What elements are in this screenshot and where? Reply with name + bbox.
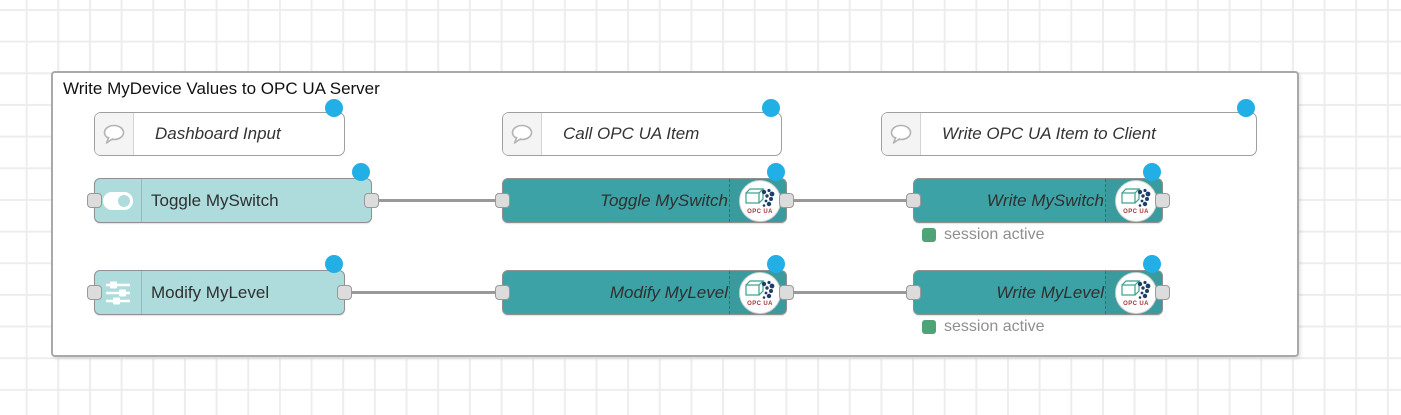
- node-toggle-myswitch-opcua[interactable]: OPC UA Toggle MySwitch: [495, 163, 794, 223]
- output-port[interactable]: [779, 193, 794, 208]
- node-label: Write MySwitch: [986, 190, 1104, 210]
- changed-indicator: [325, 255, 343, 273]
- input-port[interactable]: [495, 285, 510, 300]
- wire[interactable]: [345, 291, 503, 294]
- comment-label: Dashboard Input: [155, 124, 281, 143]
- comment-bubble-icon: [95, 113, 134, 155]
- node-write-mylevel[interactable]: OPC UA Write MyLevel: [906, 255, 1170, 315]
- opcua-logo-icon: OPC UA: [1115, 271, 1157, 314]
- group-title: Write MyDevice Values to OPC UA Server: [63, 79, 380, 98]
- output-port[interactable]: [1155, 193, 1170, 208]
- opcua-badge-text: OPC UA: [747, 300, 773, 307]
- input-port[interactable]: [87, 285, 102, 300]
- status-text: session active: [944, 226, 1045, 243]
- output-port[interactable]: [364, 193, 379, 208]
- comment-bubble-icon: [882, 113, 921, 155]
- input-port[interactable]: [495, 193, 510, 208]
- wire[interactable]: [787, 199, 914, 202]
- status-dot-icon: [922, 320, 936, 334]
- output-port[interactable]: [779, 285, 794, 300]
- input-port[interactable]: [87, 193, 102, 208]
- sliders-icon: [95, 271, 142, 314]
- opcua-badge-text: OPC UA: [747, 208, 773, 215]
- node-label: Write MyLevel: [996, 282, 1104, 302]
- changed-indicator: [1143, 255, 1161, 273]
- node-status: session active: [922, 226, 1045, 244]
- opcua-logo-icon: OPC UA: [739, 179, 781, 222]
- node-label: Modify MyLevel: [151, 282, 270, 302]
- changed-indicator: [325, 99, 343, 117]
- opcua-logo-icon: OPC UA: [1115, 179, 1157, 222]
- changed-indicator: [1143, 163, 1161, 181]
- comment-node-dashboard-input[interactable]: Dashboard Input: [94, 99, 345, 156]
- node-write-myswitch[interactable]: OPC UA Write MySwitch: [906, 163, 1170, 223]
- node-label: Toggle MySwitch: [151, 190, 279, 210]
- toggle-switch-icon: [95, 179, 142, 222]
- comment-bubble-icon: [503, 113, 542, 155]
- opcua-badge-text: OPC UA: [1123, 208, 1149, 215]
- comment-label: Call OPC UA Item: [563, 124, 700, 143]
- status-text: session active: [944, 318, 1045, 335]
- node-label: Toggle MySwitch: [600, 190, 728, 210]
- status-dot-icon: [922, 228, 936, 242]
- opcua-logo-icon: OPC UA: [739, 271, 781, 314]
- changed-indicator: [1237, 99, 1255, 117]
- changed-indicator: [762, 99, 780, 117]
- changed-indicator: [352, 163, 370, 181]
- node-status: session active: [922, 318, 1045, 336]
- node-modify-mylevel-dashboard[interactable]: Modify MyLevel: [87, 255, 352, 315]
- changed-indicator: [767, 163, 785, 181]
- node-label: Modify MyLevel: [609, 282, 728, 302]
- node-modify-mylevel-opcua[interactable]: OPC UA Modify MyLevel: [495, 255, 794, 315]
- changed-indicator: [767, 255, 785, 273]
- output-port[interactable]: [337, 285, 352, 300]
- comment-node-call-opcua-item[interactable]: Call OPC UA Item: [502, 99, 782, 156]
- node-toggle-myswitch-dashboard[interactable]: Toggle MySwitch: [87, 163, 379, 223]
- wire[interactable]: [372, 199, 503, 202]
- wire[interactable]: [787, 291, 914, 294]
- opcua-badge-text: OPC UA: [1123, 300, 1149, 307]
- comment-label: Write OPC UA Item to Client: [942, 124, 1156, 143]
- input-port[interactable]: [906, 285, 921, 300]
- comment-node-write-opcua-item[interactable]: Write OPC UA Item to Client: [881, 99, 1257, 156]
- output-port[interactable]: [1155, 285, 1170, 300]
- input-port[interactable]: [906, 193, 921, 208]
